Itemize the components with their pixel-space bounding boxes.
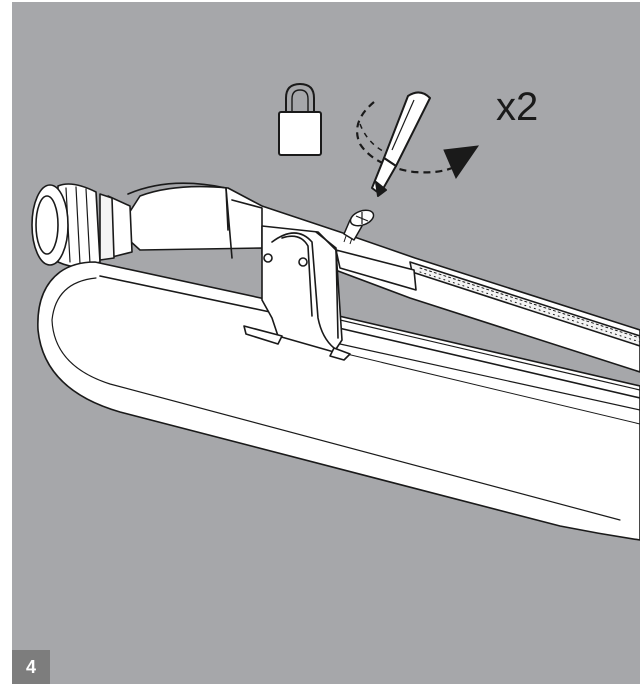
cable-gland	[31, 183, 133, 268]
screw-icon	[343, 209, 375, 245]
mounting-clip	[243, 225, 417, 361]
rotation-arrow-icon	[356, 101, 480, 180]
padlock-icon	[278, 82, 322, 156]
step-number-badge: 4	[12, 650, 50, 684]
fixture-diffuser	[37, 261, 640, 541]
light-fixture	[31, 182, 640, 541]
screwdriver-icon	[371, 91, 431, 197]
quantity-label: x2	[496, 85, 538, 129]
